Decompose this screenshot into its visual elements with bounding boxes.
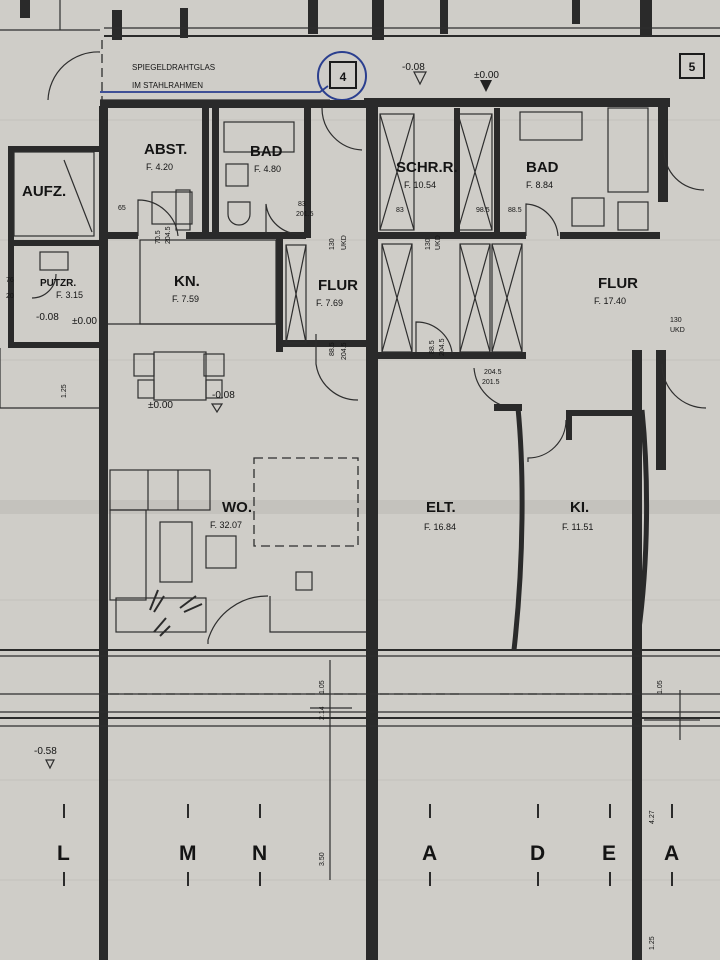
dimension-label: 83 (298, 201, 306, 208)
room-name-putzr: PUTZR. (40, 278, 76, 289)
level-label: -0.08 (36, 312, 59, 323)
room-area-kn: F. 7.59 (172, 294, 199, 304)
center-party-wall (366, 106, 378, 960)
axis-letter: L (57, 842, 70, 865)
room-name-flur-right: FLUR (598, 275, 638, 292)
dimension-label: 1.25 (61, 384, 68, 398)
dimension-label: 1.25 (649, 936, 656, 950)
room-area-schrr: F. 10.54 (404, 180, 436, 190)
room-name-bad-right: BAD (526, 159, 559, 176)
room-name-kn: KN. (174, 273, 200, 290)
dimension-label: UKD (670, 327, 685, 334)
dimension-label: UKD (435, 235, 442, 250)
dimension-label: 88.5 (329, 342, 336, 356)
axis-letter: M (179, 842, 197, 865)
glass-note-line-2: IM STAHLRAHMEN (132, 81, 203, 90)
dimension-label: 201.5 (296, 211, 314, 218)
blue-annotation-underline (100, 85, 329, 93)
dimension-label: 204.5 (165, 226, 172, 244)
dimension-label: 130 (425, 238, 432, 250)
dimension-label: 204.5 (484, 369, 502, 376)
upper-strip (0, 0, 720, 40)
room-name-flur-left: FLUR (318, 277, 358, 294)
axis-ticks (63, 804, 673, 886)
dimension-label: 1.05 (657, 680, 664, 694)
dimension-label: 76 (6, 277, 14, 284)
level-label: -0.08 (212, 390, 235, 401)
room-area-flur-left: F. 7.69 (316, 298, 343, 308)
left-party-wall (99, 106, 108, 960)
level-label: -0.08 (402, 62, 425, 73)
axis-letter: A (664, 842, 679, 865)
room-name-wo: WO. (222, 499, 252, 516)
section-marker-5: 5 (679, 53, 705, 79)
dimension-label: 3.50 (319, 852, 326, 866)
svg-text:5: 5 (689, 60, 696, 74)
room-area-putzr: F. 3.15 (56, 290, 83, 300)
room-area-flur-right: F. 17.40 (594, 296, 626, 306)
glass-note-line-1: SPIEGELDRAHTGLAS (132, 63, 215, 72)
dimension-label: 201.5 (482, 379, 500, 386)
dimension-label: 88.5 (508, 207, 522, 214)
axis-letter: N (252, 842, 267, 865)
room-name-schrr: SCHR.R. (396, 159, 458, 176)
room-area-ki: F. 11.51 (562, 522, 593, 532)
dimension-label: 130 (670, 317, 682, 324)
axis-letter: A (422, 842, 437, 865)
dimension-label: 4.27 (649, 810, 656, 824)
dimension-label: 2.14 (319, 706, 326, 720)
dimension-label: 65 (118, 205, 126, 212)
room-area-wo: F. 32.07 (210, 520, 242, 530)
room-area-abst: F. 4.20 (146, 162, 173, 172)
level-label: ±0.00 (72, 316, 97, 327)
room-name-elt: ELT. (426, 499, 456, 516)
dimension-label: UKD (341, 235, 348, 250)
dimension-label: 204.5 (341, 342, 348, 360)
room-name-aufz: AUFZ. (22, 183, 66, 200)
room-name-ki: KI. (570, 499, 589, 516)
svg-text:4: 4 (340, 70, 347, 84)
dimension-label: 70.5 (155, 230, 162, 244)
dimension-label: 130 (329, 238, 336, 250)
axis-letter: E (602, 842, 616, 865)
room-name-bad-left: BAD (250, 143, 283, 160)
section-marker-4: 4 (317, 51, 367, 101)
axis-letter: D (530, 842, 545, 865)
level-label: ±0.00 (148, 400, 173, 411)
level-label: -0.58 (34, 746, 57, 757)
dimension-label: 204.5 (439, 338, 446, 356)
room-area-bad-left: F. 4.80 (254, 164, 281, 174)
room-area-elt: F. 16.84 (424, 522, 456, 532)
dimension-label: 83 (396, 207, 404, 214)
level-label: ±0.00 (474, 70, 499, 81)
dimension-label: 1.05 (319, 680, 326, 694)
room-name-abst: ABST. (144, 141, 187, 158)
right-party-wall (632, 350, 642, 960)
dimension-label: 98.5 (476, 207, 490, 214)
dimension-label: 88.5 (429, 340, 436, 354)
room-area-bad-right: F. 8.84 (526, 180, 553, 190)
dimension-label: 20 (6, 293, 14, 300)
